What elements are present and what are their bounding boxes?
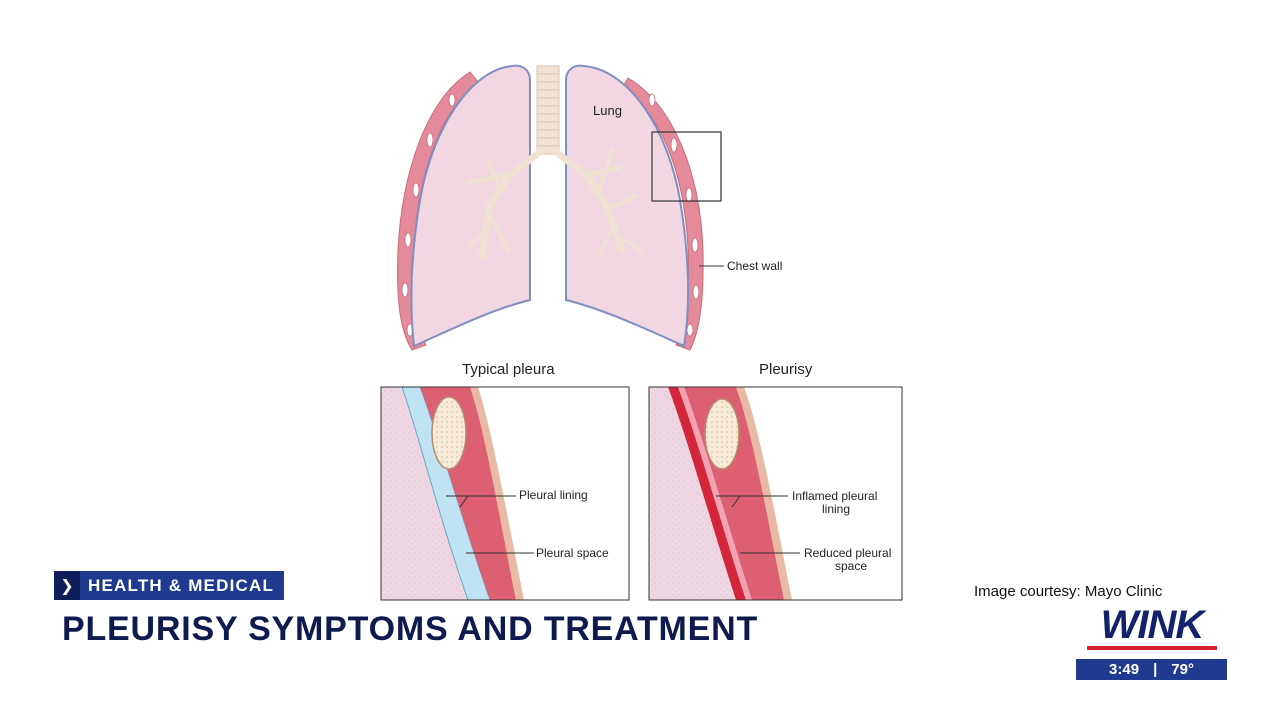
zoom-box — [651, 131, 722, 202]
pleural-lining-label: Pleural lining — [519, 488, 588, 502]
logo-text: WINK — [1100, 603, 1205, 647]
left-lung — [410, 64, 531, 348]
time-temp-bar: 3:49 | 79° — [1076, 659, 1227, 680]
logo-underline — [1087, 646, 1217, 650]
lungs-diagram: Lung Chest wall — [397, 64, 782, 351]
chest-wall-label: Chest wall — [727, 259, 782, 273]
reduced-label-line2: space — [835, 559, 867, 573]
pleural-space-label: Pleural space — [536, 546, 609, 560]
inflamed-label-line1: Inflamed pleural — [792, 489, 877, 503]
reduced-label-line1: Reduced pleural — [804, 546, 891, 560]
inflamed-label-line2: lining — [822, 502, 850, 516]
pleurisy-title: Pleurisy — [759, 361, 813, 378]
category-label: HEALTH & MEDICAL — [88, 575, 275, 595]
temperature: 79° — [1171, 661, 1194, 678]
right-lung — [565, 64, 690, 348]
typical-pleura-panel — [381, 387, 629, 600]
lung-label: Lung — [593, 103, 622, 118]
bronchial-tree — [467, 148, 644, 259]
station-logo: WINK — [1087, 605, 1217, 651]
separator: | — [1153, 661, 1158, 678]
image-courtesy: Image courtesy: Mayo Clinic — [974, 583, 1163, 600]
chevron-right-icon: ❯ — [54, 571, 80, 600]
trachea — [536, 65, 560, 155]
typical-pleura-title: Typical pleura — [462, 361, 555, 378]
headline-bar: PLEURISY SYMPTOMS AND TREATMENT — [54, 601, 904, 658]
headline: PLEURISY SYMPTOMS AND TREATMENT — [62, 610, 759, 648]
category-tag: ❯ HEALTH & MEDICAL — [54, 571, 284, 600]
pleurisy-panel — [649, 387, 902, 600]
time: 3:49 — [1109, 661, 1140, 678]
